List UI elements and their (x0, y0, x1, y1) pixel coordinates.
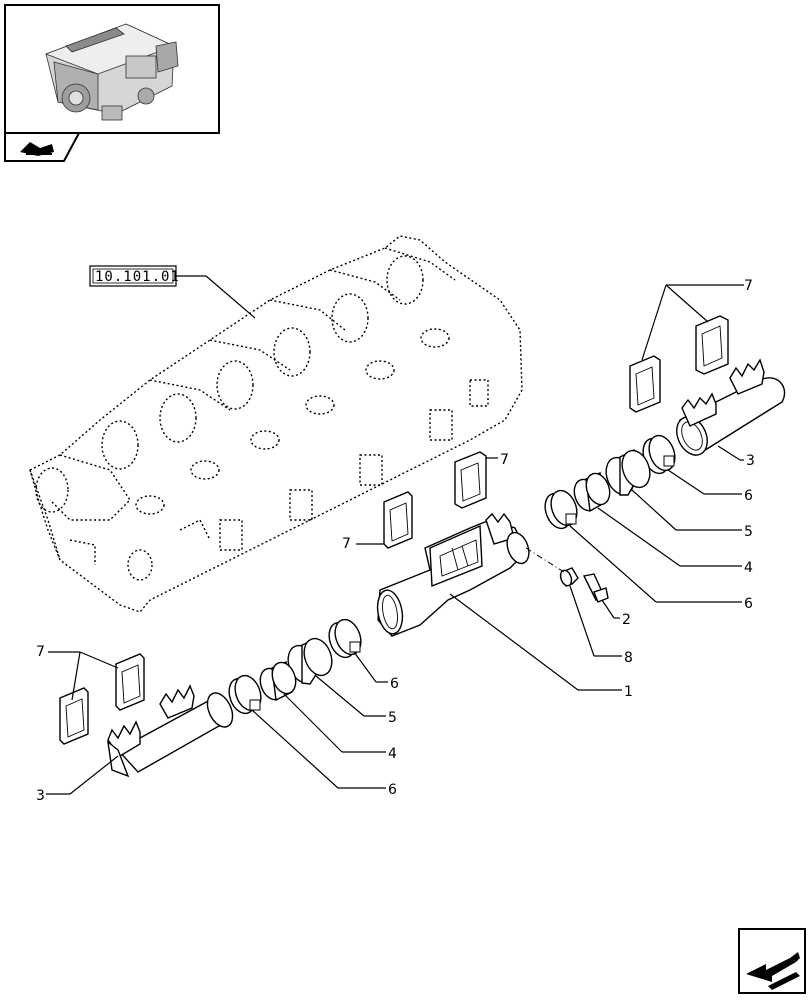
callout-6-mid: 6 (744, 596, 753, 612)
callout-7-left: 7 (36, 644, 45, 660)
sleeve-4-lower (259, 661, 297, 702)
callout-7-mid-left: 7 (342, 536, 351, 552)
leader-lines (46, 284, 744, 795)
exhaust-pipe-right (676, 358, 786, 456)
book-arrow-icon[interactable] (4, 132, 80, 162)
next-page-arrow-icon[interactable] (738, 928, 806, 994)
spacer-8 (559, 567, 579, 587)
callout-5-lower: 5 (388, 710, 397, 726)
cylinder-head-outline (29, 235, 523, 613)
reference-box[interactable]: 10.101.01 (89, 265, 180, 287)
clamp-6-right (642, 434, 676, 475)
engine-thumbnail-icon (44, 23, 179, 121)
engine-thumbnail (4, 4, 220, 134)
clamp-6-bottom (228, 674, 262, 715)
gasket-left-lower (59, 687, 89, 745)
callout-6-lower: 6 (390, 676, 399, 692)
callout-8: 8 (624, 650, 633, 666)
exhaust-manifold-center (376, 512, 530, 637)
gasket-left-upper (115, 653, 145, 711)
bellows-5-lower (287, 637, 333, 685)
sleeve-4-right (573, 472, 611, 513)
exhaust-pipe-left (107, 684, 234, 778)
gasket-mid-right (454, 451, 487, 509)
reference-box-label: 10.101.01 (95, 269, 180, 285)
gasket-mid-left (383, 491, 413, 549)
bellows-5-right (605, 449, 651, 496)
callout-2: 2 (622, 612, 631, 628)
gasket-top-left (629, 355, 661, 413)
callout-6-right: 6 (744, 488, 753, 504)
callout-7-mid-right: 7 (500, 452, 509, 468)
callout-labels: 7 3 6 5 4 6 2 8 1 7 7 7 6 5 4 3 6 (36, 278, 755, 804)
bolt-2 (582, 573, 609, 603)
clamp-6-lower (328, 618, 362, 659)
callout-1: 1 (624, 684, 633, 700)
callout-3-left: 3 (36, 788, 45, 804)
gasket-top-right (695, 315, 729, 375)
callout-4-right: 4 (744, 560, 753, 576)
callout-4-lower: 4 (388, 746, 397, 762)
clamp-6-mid (544, 489, 578, 530)
callout-7-top: 7 (744, 278, 753, 294)
callout-6-bottom: 6 (388, 782, 397, 798)
callout-3-right: 3 (746, 453, 755, 469)
callout-5-right: 5 (744, 524, 753, 540)
